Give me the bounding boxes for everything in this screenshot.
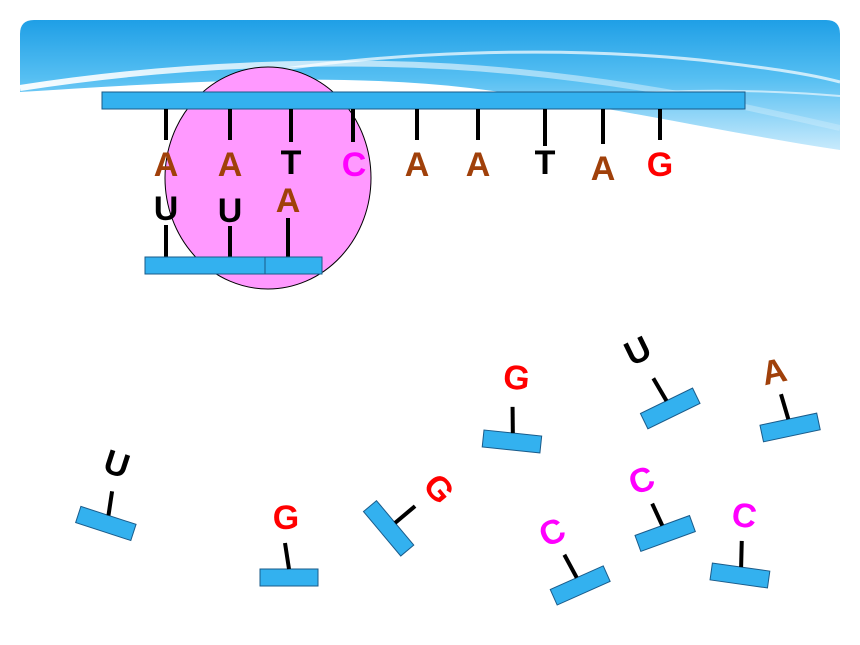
free-nucleotide: U xyxy=(619,329,701,430)
nucleotide-stick xyxy=(393,504,417,525)
dna-base-label: T xyxy=(535,144,556,182)
dna-base-label: A xyxy=(591,150,616,188)
paired-base-label: A xyxy=(276,182,301,220)
nucleotide-stick xyxy=(106,491,115,516)
free-nucleotide: G xyxy=(481,358,543,454)
dna-base-label: A xyxy=(154,146,179,184)
ribosome-ellipse xyxy=(164,66,372,290)
free-nucleotide: G xyxy=(259,499,319,587)
nucleotide-bar xyxy=(362,499,415,557)
free-nucleotide: U xyxy=(75,443,137,542)
free-nucleotide: G xyxy=(362,467,462,557)
nucleotide-base-label: C xyxy=(729,495,759,536)
nucleotide-stick xyxy=(510,406,515,434)
header-banner xyxy=(19,20,841,160)
paired-backbone-bar xyxy=(144,256,266,275)
nucleotide-bar xyxy=(639,387,701,430)
nucleotide-stick xyxy=(562,553,579,579)
nucleotide-base-label: G xyxy=(501,358,531,399)
nucleotide-bar xyxy=(634,514,696,553)
nucleotide-bar xyxy=(481,429,543,454)
dna-base-label: A xyxy=(218,146,243,184)
nucleotide-base-label: U xyxy=(619,329,658,374)
nucleotide-bar xyxy=(759,412,821,443)
nucleotide-stick xyxy=(651,377,669,402)
dna-base-label: A xyxy=(405,146,430,184)
nucleotide-base-label: C xyxy=(533,510,571,555)
paired-backbone-bar xyxy=(264,256,323,275)
nucleotide-bar xyxy=(549,565,611,606)
free-nucleotide: A xyxy=(758,351,821,443)
nucleotide-base-label: G xyxy=(273,499,299,537)
nucleotide-bar xyxy=(75,505,137,542)
nucleotide-bar xyxy=(259,568,319,587)
paired-base-label: U xyxy=(154,190,179,228)
nucleotide-base-label: U xyxy=(99,443,134,487)
dna-base-label: T xyxy=(281,144,302,182)
dna-base-label: C xyxy=(342,146,367,184)
dna-backbone xyxy=(101,91,746,110)
paired-base-label: U xyxy=(218,192,243,230)
free-nucleotide: C xyxy=(533,510,611,606)
free-nucleotide: C xyxy=(709,495,771,589)
nucleotide-base-label: A xyxy=(758,351,790,393)
nucleotide-stick xyxy=(779,393,791,420)
nucleotide-stick xyxy=(650,502,665,527)
dna-base-label: G xyxy=(647,146,673,184)
nucleotide-base-label: C xyxy=(624,459,660,503)
free-nucleotides: U G G G C U C A C xyxy=(75,329,821,606)
nucleotide-stick xyxy=(739,540,744,568)
nucleotide-stick xyxy=(283,542,291,570)
free-nucleotide: C xyxy=(624,459,696,553)
nucleotide-bar xyxy=(709,562,771,589)
nucleotide-base-label: G xyxy=(415,467,461,512)
dna-base-label: A xyxy=(466,146,491,184)
